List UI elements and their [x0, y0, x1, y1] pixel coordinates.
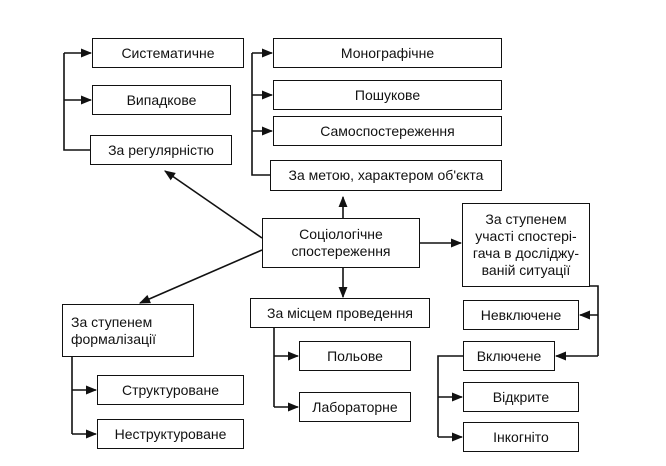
bracket-purpose: [251, 53, 270, 176]
arrow-center-to-regularity: [164, 170, 263, 239]
purpose-items-0: Монографічне: [273, 38, 502, 68]
participation-items-1: Включене: [463, 341, 555, 371]
formalization-items-0: Структуроване: [97, 375, 244, 405]
bracket-participation: [590, 285, 599, 356]
bracket-regularity: [63, 53, 90, 151]
regularity-title: За регулярністю: [90, 135, 232, 165]
participation-title: За ступенем участі спостері- гача в досл…: [462, 203, 590, 287]
purpose-title: За метою, характером об'єкта: [270, 160, 502, 191]
participation-sub-items-0: Відкрите: [463, 382, 579, 412]
place-items-1: Лабораторне: [299, 392, 411, 422]
formalization-items-1: Неструктуроване: [97, 419, 244, 449]
regularity-items-0: Систематичне: [92, 38, 244, 68]
center-node: Соціологічне спостереження: [262, 218, 420, 268]
participation-items-0: Невключене: [463, 300, 579, 330]
formalization-title: За ступенем формалізації: [62, 304, 194, 357]
participation-sub-items-1: Інкогніто: [463, 422, 579, 452]
purpose-items-2: Самоспостереження: [273, 116, 502, 146]
arrow-center-to-formalization: [138, 249, 263, 304]
purpose-items-1: Пошукове: [273, 80, 502, 110]
regularity-items-1: Випадкове: [92, 85, 231, 115]
place-title: За місцем проведення: [250, 298, 430, 328]
bracket-included: [437, 355, 464, 437]
place-items-0: Польове: [299, 341, 411, 371]
